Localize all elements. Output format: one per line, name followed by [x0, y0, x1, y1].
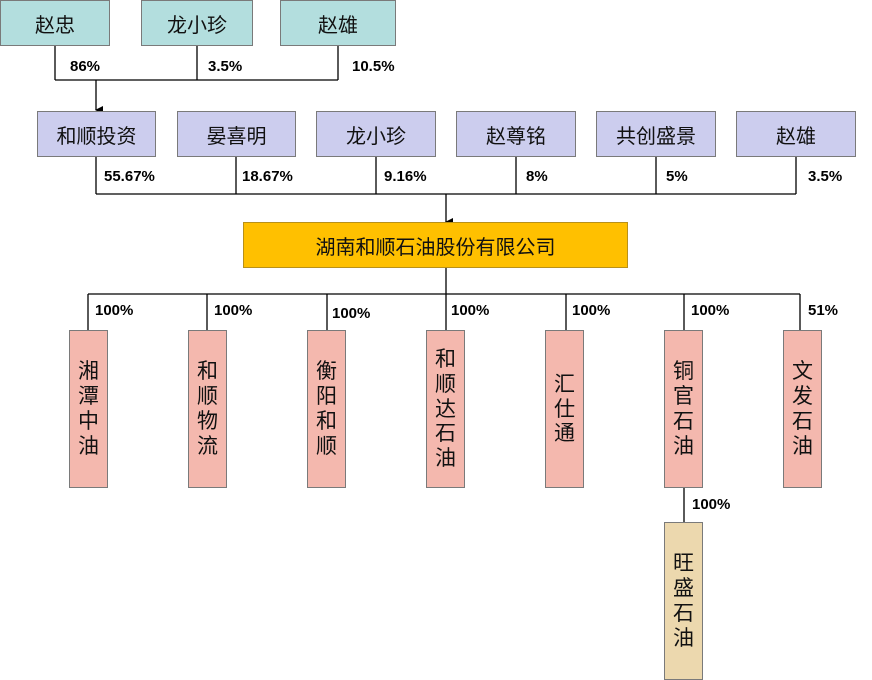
shareholder-pct: 3.5% — [808, 168, 843, 185]
sub-subsidiary-name: 旺盛石油 — [673, 551, 694, 650]
sub-subsidiary-wangsheng-petroleum: 旺盛石油 — [664, 522, 703, 680]
shareholder-name: 晏喜明 — [206, 123, 267, 148]
shareholder-name: 共创盛景 — [616, 123, 696, 148]
shareholder-name: 龙小珍 — [346, 123, 406, 148]
subsidiary-name: 文发石油 — [792, 359, 813, 458]
top-shareholder-zhaoxiong: 赵雄 — [280, 0, 396, 46]
subsidiary-pct: 100% — [332, 305, 371, 322]
subsidiary-hengyang-heshun: 衡阳和顺 — [307, 330, 346, 488]
subsidiary-heshun-logistics: 和顺物流 — [188, 330, 227, 488]
shareholder-zhaoxiong: 赵雄 — [736, 111, 856, 157]
top-shareholder-name: 龙小珍 — [167, 12, 227, 37]
subsidiary-name: 湘潭中油 — [78, 359, 99, 458]
shareholder-yanximing: 晏喜明 — [177, 111, 296, 157]
subsidiary-pct: 51% — [808, 302, 839, 319]
subsidiary-tongguan-petroleum: 铜官石油 — [664, 330, 703, 488]
shareholder-name: 赵尊铭 — [486, 123, 546, 148]
subsidiary-name: 衡阳和顺 — [316, 359, 337, 458]
subsidiary-name: 和顺达石油 — [435, 347, 456, 471]
shareholder-gongchuangshengjing: 共创盛景 — [596, 111, 716, 157]
top-shareholder-name: 赵雄 — [318, 12, 358, 37]
top-shareholder-pct: 86% — [70, 58, 101, 75]
subsidiary-pct: 100% — [572, 302, 611, 319]
shareholder-zhaozunming: 赵尊铭 — [456, 111, 576, 157]
shareholder-heshun-investment: 和顺投资 — [37, 111, 156, 157]
top-shareholder-pct: 10.5% — [352, 58, 395, 75]
subsidiary-heshunda-petroleum: 和顺达石油 — [426, 330, 465, 488]
shareholder-longxiaozhen: 龙小珍 — [316, 111, 436, 157]
subsidiary-wenfa-petroleum: 文发石油 — [783, 330, 822, 488]
top-shareholder-name: 赵忠 — [35, 12, 75, 37]
subsidiary-pct: 100% — [95, 302, 134, 319]
shareholder-pct: 18.67% — [242, 168, 293, 185]
subsidiary-xiangtan-zhongyou: 湘潭中油 — [69, 330, 108, 488]
top-shareholder-zhaozhong: 赵忠 — [0, 0, 110, 46]
company-box: 湖南和顺石油股份有限公司 — [243, 222, 628, 268]
sub-subsidiary-pct: 100% — [692, 496, 731, 513]
subsidiary-name: 汇仕通 — [554, 371, 575, 446]
company-name: 湖南和顺石油股份有限公司 — [315, 234, 556, 259]
shareholder-pct: 55.67% — [104, 168, 155, 185]
subsidiary-pct: 100% — [691, 302, 730, 319]
subsidiary-pct: 100% — [214, 302, 253, 319]
shareholder-name: 和顺投资 — [56, 123, 137, 148]
top-shareholder-longxiaozhen: 龙小珍 — [141, 0, 253, 46]
subsidiary-huishitong: 汇仕通 — [545, 330, 584, 488]
shareholder-pct: 5% — [666, 168, 688, 185]
subsidiary-pct: 100% — [451, 302, 490, 319]
top-shareholder-pct: 3.5% — [208, 58, 243, 75]
shareholder-pct: 8% — [526, 168, 548, 185]
shareholder-pct: 9.16% — [384, 168, 427, 185]
shareholder-name: 赵雄 — [776, 123, 816, 148]
subsidiary-name: 铜官石油 — [673, 359, 694, 458]
subsidiary-name: 和顺物流 — [197, 359, 218, 458]
